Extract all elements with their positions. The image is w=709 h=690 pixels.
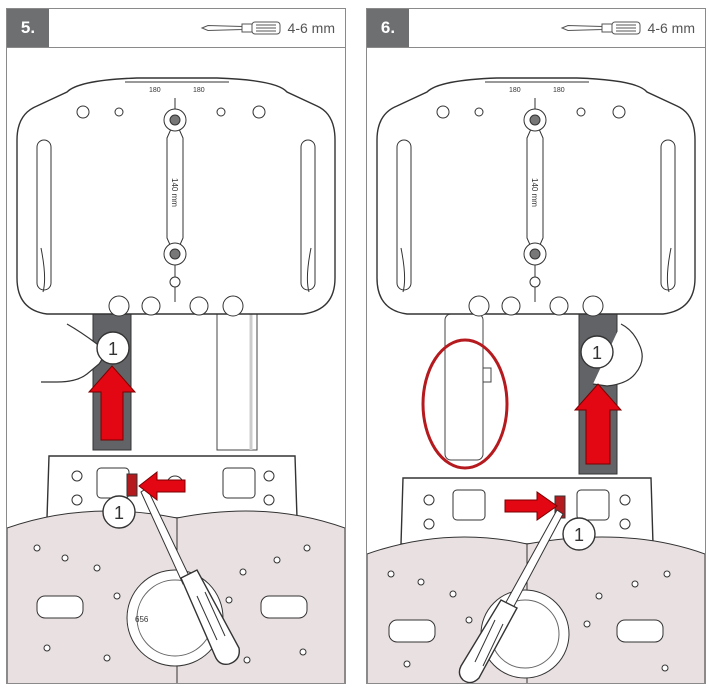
tool-size-label: 4-6 mm [287, 20, 335, 36]
screwdriver-icon [200, 21, 281, 35]
dimension-label: 140 mm [530, 178, 539, 207]
step-header: 6. 4-6 mm [367, 9, 705, 48]
step-6-illustration: 180 180 140 mm [367, 77, 705, 683]
callout-label: 1 [108, 339, 118, 359]
scale-label-left: 180 [509, 87, 521, 94]
callout-1-bottom: 1 [102, 495, 136, 529]
screwdriver-icon [560, 21, 641, 35]
hand-drawing [592, 323, 643, 387]
left-arrow [138, 470, 186, 502]
base-plates [7, 510, 345, 683]
step-number: 5. [7, 9, 49, 47]
step-5-illustration: 180 180 140 mm [7, 77, 345, 683]
step-5-panel: 5. 4-6 mm [6, 8, 346, 684]
callout-label: 1 [574, 525, 584, 545]
callout-label: 1 [114, 503, 124, 523]
tool-size-label: 4-6 mm [647, 20, 695, 36]
up-arrow [87, 365, 137, 441]
step-6-panel: 6. 4-6 mm [366, 8, 706, 684]
callout-1-top: 1 [96, 331, 130, 365]
left-tube [444, 313, 484, 461]
callout-1-top: 1 [580, 335, 614, 369]
scale-label-right: 180 [193, 87, 205, 94]
step-header: 5. 4-6 mm [7, 9, 345, 48]
callout-1-bottom: 1 [562, 517, 596, 551]
screwdriver-drawing [458, 509, 564, 683]
base-plate-label: 656 [135, 615, 149, 624]
screwdriver-drawing [140, 487, 240, 666]
right-arrow [504, 491, 558, 521]
up-arrow [573, 383, 623, 465]
headrest-plate [16, 77, 336, 317]
scale-label-left: 180 [149, 87, 161, 94]
scale-label-right: 180 [553, 87, 565, 94]
tool-info: 4-6 mm [560, 9, 695, 47]
headrest-plate [376, 77, 696, 317]
callout-label: 1 [592, 343, 602, 363]
dimension-label: 140 mm [170, 178, 179, 207]
step-number: 6. [367, 9, 409, 47]
highlight-ellipse [421, 338, 509, 470]
tool-info: 4-6 mm [200, 9, 335, 47]
